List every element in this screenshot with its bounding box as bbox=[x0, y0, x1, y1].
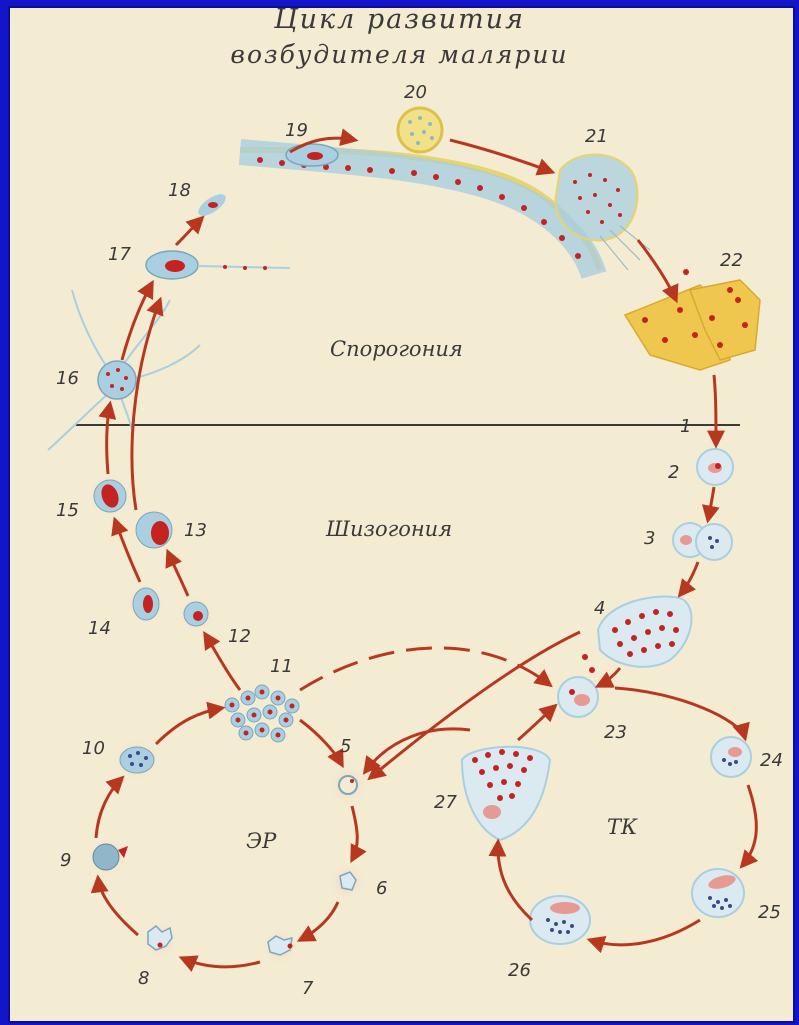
stage-number-26: 26 bbox=[508, 960, 531, 981]
stage-10-schizont bbox=[120, 747, 154, 773]
stage-number-5: 5 bbox=[340, 736, 351, 757]
stage-12-nucleus bbox=[193, 611, 203, 621]
stage-number-9: 9 bbox=[60, 850, 71, 871]
stage-number-17: 17 bbox=[108, 244, 131, 265]
stage-9-amoeboid-trophozoite bbox=[93, 844, 119, 870]
stage-17-flagellum bbox=[198, 265, 290, 270]
stage-23-nucleus bbox=[574, 694, 590, 706]
stage-number-18: 18 bbox=[168, 180, 191, 201]
stage-2-sporozoite bbox=[715, 463, 721, 469]
stage-number-24: 24 bbox=[760, 750, 783, 771]
stage-number-22: 22 bbox=[720, 250, 743, 271]
stage-3-liver-cell-right bbox=[696, 524, 732, 560]
stage-11-merozoites bbox=[225, 685, 299, 742]
stage-22-salivary-gland bbox=[625, 269, 760, 370]
stage-5-ring bbox=[339, 776, 357, 794]
stage-25-liver-cell bbox=[692, 869, 744, 917]
stage-14-nucleus bbox=[143, 595, 153, 613]
stage-19-nucleus bbox=[307, 152, 323, 160]
stage-number-3: 3 bbox=[644, 528, 655, 549]
stage-7-chromatin bbox=[288, 944, 293, 949]
stage-number-14: 14 bbox=[88, 618, 111, 639]
stage-number-27: 27 bbox=[434, 792, 457, 813]
stage-number-15: 15 bbox=[56, 500, 79, 521]
stage-8-chromatin bbox=[158, 943, 163, 948]
stage-20-oocyst bbox=[398, 108, 442, 152]
stage-26-nucleus bbox=[550, 902, 580, 914]
stage-number-4: 4 bbox=[594, 598, 605, 619]
stage-number-6: 6 bbox=[376, 878, 387, 899]
stage-number-20: 20 bbox=[404, 82, 427, 103]
stage-18-nucleus bbox=[208, 202, 218, 208]
stage-17-nucleus bbox=[165, 260, 185, 272]
label-sporogony: Спорогония bbox=[330, 337, 463, 361]
stage-5-chromatin bbox=[350, 779, 354, 783]
stage-number-25: 25 bbox=[758, 902, 781, 923]
stage-number-7: 7 bbox=[302, 978, 314, 999]
stage-24-liver-cell bbox=[711, 737, 751, 777]
stage-number-12: 12 bbox=[228, 626, 251, 647]
stage-number-19: 19 bbox=[285, 120, 308, 141]
stage-13-nucleus bbox=[151, 521, 169, 545]
stage-number-23: 23 bbox=[604, 722, 627, 743]
stage-number-8: 8 bbox=[138, 968, 149, 989]
label-erythrocytic-cycle: ЭР bbox=[246, 829, 277, 853]
stage-23-sporozoite bbox=[569, 689, 575, 695]
stage-number-1: 1 bbox=[680, 416, 691, 437]
stage-number-21: 21 bbox=[585, 126, 608, 147]
stage-number-13: 13 bbox=[184, 520, 207, 541]
stage-number-16: 16 bbox=[56, 368, 79, 389]
stage-number-11: 11 bbox=[270, 656, 293, 677]
stage-21-mature-oocyst bbox=[556, 155, 638, 241]
stage-number-2: 2 bbox=[668, 462, 679, 483]
label-tissue-cycle: ТК bbox=[607, 815, 638, 839]
stage-27-tissue-schizont bbox=[462, 747, 550, 840]
stage-3-nucleus bbox=[680, 535, 692, 545]
stage-number-10: 10 bbox=[82, 738, 105, 759]
label-schizogony: Шизогония bbox=[325, 517, 452, 541]
stage-24-nucleus bbox=[728, 747, 742, 757]
